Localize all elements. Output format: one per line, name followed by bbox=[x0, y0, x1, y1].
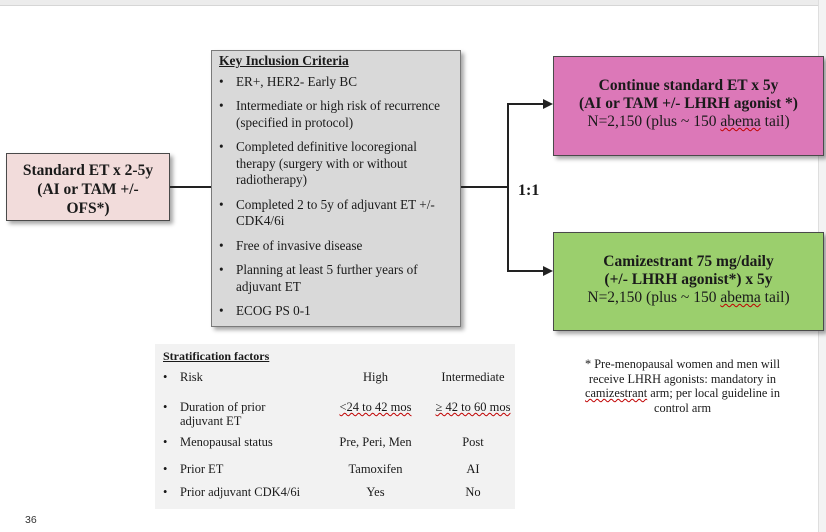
criteria-item: Planning at least 5 further years of adj… bbox=[219, 262, 454, 295]
footnote: * Pre-menopausal women and men will rece… bbox=[570, 357, 795, 415]
stratification-value-1: <24 to 42 mos bbox=[339, 400, 412, 414]
bullet: • bbox=[163, 435, 168, 449]
experimental-arm-title: Camizestrant 75 mg/daily bbox=[603, 253, 774, 270]
connector-to-experimental-arm bbox=[507, 270, 543, 272]
stratification-value-2: Intermediate bbox=[441, 370, 505, 384]
stratification-value-2: AI bbox=[466, 462, 480, 476]
stratification-value-2: No bbox=[465, 485, 481, 499]
bullet: • bbox=[163, 370, 168, 384]
connector-criteria-split bbox=[461, 186, 508, 188]
standard-et-box: Standard ET x 2-5y (AI or TAM +/- OFS*) bbox=[6, 153, 170, 221]
top-border bbox=[0, 0, 826, 6]
control-arm-box: Continue standard ET x 5y (AI or TAM +/-… bbox=[553, 56, 824, 156]
experimental-arm-n-prefix: N=2,150 (plus ~ 150 bbox=[587, 289, 721, 306]
connector-to-control-arm bbox=[507, 103, 543, 105]
randomization-ratio: 1:1 bbox=[518, 182, 540, 199]
control-arm-n-prefix: N=2,150 (plus ~ 150 bbox=[587, 113, 721, 130]
footnote-part1: * Pre-menopausal women and men will rece… bbox=[585, 357, 780, 386]
experimental-arm-n: N=2,150 (plus ~ 150 abema tail) bbox=[554, 289, 823, 307]
connector-start-criteria bbox=[170, 186, 211, 188]
stratification-title: Stratification factors bbox=[163, 349, 270, 363]
arrow-to-experimental-arm bbox=[543, 266, 553, 276]
standard-et-line1: Standard ET x 2-5y bbox=[22, 162, 154, 179]
control-arm-n: N=2,150 (plus ~ 150 abema tail) bbox=[554, 113, 823, 131]
experimental-arm-subtitle: (+/- LHRH agonist*) x 5y bbox=[604, 271, 773, 288]
inclusion-criteria-list: ER+, HER2- Early BC Intermediate or high… bbox=[219, 74, 454, 320]
stratification-factor: Risk bbox=[180, 370, 203, 384]
criteria-item: Intermediate or high risk of recurrence … bbox=[219, 98, 454, 131]
criteria-item: Completed 2 to 5y of adjuvant ET +/- CDK… bbox=[219, 197, 454, 230]
bullet: • bbox=[163, 462, 168, 476]
stratification-value-2: Post bbox=[462, 435, 484, 449]
bullet: • bbox=[163, 400, 168, 414]
connector-split-vertical bbox=[507, 103, 509, 271]
criteria-item: Free of invasive disease bbox=[219, 238, 454, 255]
experimental-arm-n-suffix: tail) bbox=[760, 289, 790, 306]
criteria-item: ER+, HER2- Early BC bbox=[219, 74, 454, 91]
experimental-arm-box: Camizestrant 75 mg/daily (+/- LHRH agoni… bbox=[553, 232, 824, 331]
stratification-factor: Menopausal status bbox=[180, 435, 273, 449]
stratification-value-1: Pre, Peri, Men bbox=[339, 435, 412, 449]
stratification-factors-panel: Stratification factors • Risk High Inter… bbox=[155, 344, 515, 509]
standard-et-line2: (AI or TAM +/- bbox=[37, 181, 139, 198]
footnote-camizestrant: camizestrant bbox=[585, 386, 648, 400]
control-arm-title: Continue standard ET x 5y bbox=[598, 77, 779, 94]
control-arm-n-abema: abema bbox=[720, 113, 761, 130]
stratification-value-1: Tamoxifen bbox=[348, 462, 403, 476]
criteria-item: ECOG PS 0-1 bbox=[219, 303, 454, 320]
arrow-to-control-arm bbox=[543, 99, 553, 109]
standard-et-line3: OFS*) bbox=[66, 200, 110, 217]
control-arm-subtitle: (AI or TAM +/- LHRH agonist *) bbox=[579, 95, 798, 112]
bullet: • bbox=[163, 485, 168, 499]
footnote-part2: arm; per local guideline in control arm bbox=[647, 386, 780, 415]
stratification-factor: Prior adjuvant CDK4/6i bbox=[180, 485, 301, 499]
stratification-factor: Prior ET bbox=[180, 462, 224, 476]
control-arm-n-suffix: tail) bbox=[760, 113, 790, 130]
criteria-item: Completed definitive locoregional therap… bbox=[219, 139, 454, 189]
page-number: 36 bbox=[25, 514, 37, 526]
stratification-value-2: ≥ 42 to 60 mos bbox=[435, 400, 511, 414]
inclusion-criteria-title: Key Inclusion Criteria bbox=[219, 53, 349, 68]
inclusion-criteria-box: Key Inclusion Criteria ER+, HER2- Early … bbox=[211, 50, 461, 327]
experimental-arm-n-abema: abema bbox=[720, 289, 761, 306]
stratification-value-1: Yes bbox=[366, 485, 385, 499]
stratification-value-1: High bbox=[363, 370, 388, 384]
stratification-factor: Duration of prior adjuvant ET bbox=[180, 400, 266, 428]
